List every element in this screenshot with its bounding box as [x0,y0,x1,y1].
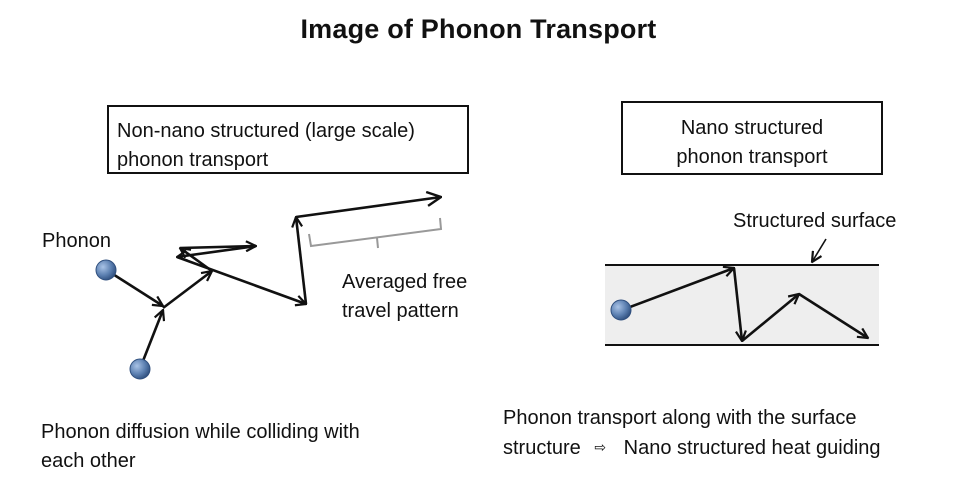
phonon-ball-icon [95,259,117,281]
averaged-label-line1: Averaged free [342,271,468,293]
right-caption-line1: Phonon transport along with the surface [503,407,857,429]
diffusion-arrow [162,271,212,310]
right-caption-structure: structure [503,437,581,459]
right-caption-heat-guiding: Nano structured heat guiding [623,437,881,459]
guided-arrow [741,294,799,343]
nano-label-box: Nano structured phonon transport [621,101,883,175]
guided-arrow [798,292,868,338]
guided-paths [621,267,868,343]
averaged-label-line2: travel pattern [342,300,459,322]
diffusion-arrow [179,246,256,248]
phonon-ball-icon [610,299,632,321]
right-caption-line2: structure ⇨ Nano structured heat guiding [503,433,881,465]
phonon-ball-icon [129,358,151,380]
nano-label-line1: Nano structured [680,117,824,139]
nano-label-line2: phonon transport [676,146,828,168]
phonon-label: Phonon [42,230,111,252]
diffusion-arrow [107,269,163,306]
diffusion-arrow [176,255,306,304]
diffusion-arrow-long [295,197,441,219]
left-caption-line1: Phonon diffusion while colliding with [41,421,360,443]
averaged-bracket [308,217,443,249]
non-nano-label-line2: phonon transport [117,149,269,171]
diffusion-arrow [177,244,257,257]
page-title: Image of Phonon Transport [300,14,657,44]
guided-arrow [621,268,734,312]
structured-surface-label: Structured surface [733,210,897,232]
guided-arrow [732,267,742,341]
left-caption-line2: each other [41,450,136,472]
surface-pointer [812,238,827,262]
non-nano-label-box: Non-nano structured (large scale) phonon… [107,105,469,174]
diffusion-arrow [296,217,308,305]
diffusion-arrow [139,310,163,367]
hollow-arrow-icon: ⇨ [594,440,607,456]
non-nano-label-line1: Non-nano structured (large scale) [117,120,415,142]
diffusion-paths [107,197,441,367]
